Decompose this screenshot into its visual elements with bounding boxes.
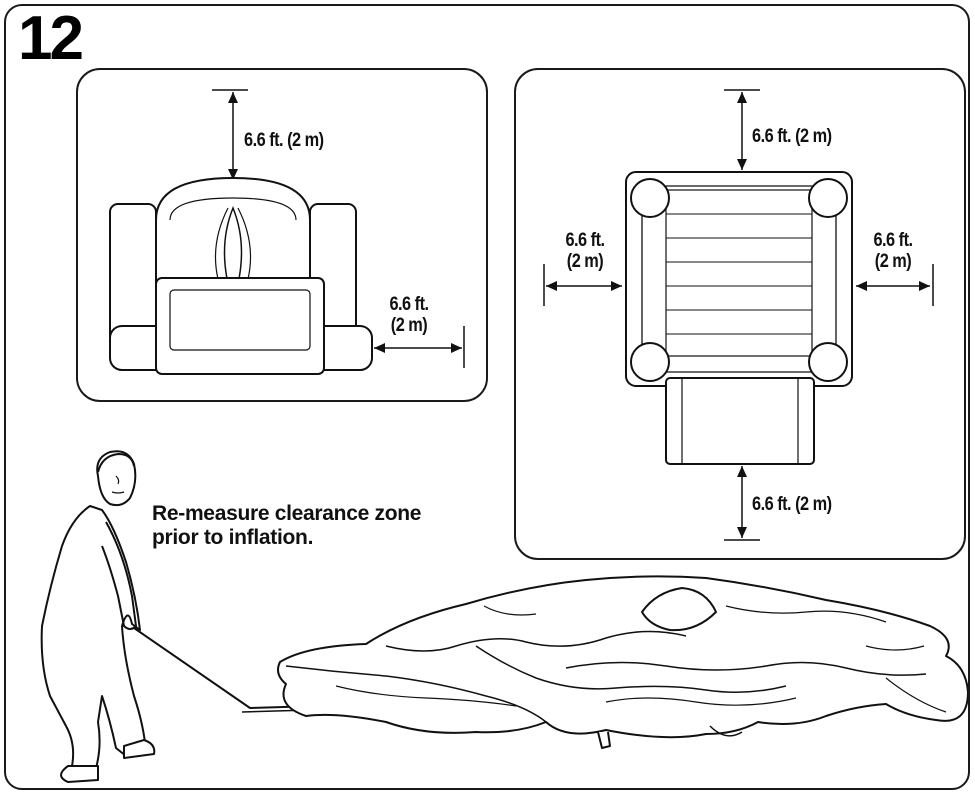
top-view-clearance-panel: 6.6 ft. (2 m) 6.6 ft. (2 m) 6.6 ft. (2 m… — [514, 68, 966, 560]
top-view-clearance-right-line2: (2 m) — [874, 251, 912, 272]
step-number: 12 — [18, 4, 84, 73]
measuring-scene-illustration — [40, 450, 968, 783]
side-view-clearance-top-label: 6.6 ft. (2 m) — [244, 130, 324, 151]
top-view-clearance-top-label: 6.6 ft. (2 m) — [752, 126, 832, 147]
bounce-house-top-illustration — [543, 89, 934, 541]
top-view-clearance-left-label: 6.6 ft. (2 m) — [553, 230, 617, 272]
side-view-clearance-side-line1: 6.6 ft. — [389, 294, 429, 315]
instruction-text: Re-measure clearance zone prior to infla… — [152, 502, 422, 549]
top-view-clearance-right-line1: 6.6 ft. — [873, 230, 913, 251]
top-view-clearance-bottom-label: 6.6 ft. (2 m) — [752, 494, 832, 515]
deflated-bounce-house — [277, 575, 968, 749]
side-view-clearance-side-label: 6.6 ft. (2 m) — [377, 294, 441, 336]
top-view-clearance-left-line1: 6.6 ft. — [565, 230, 605, 251]
bounce-house-front-illustration — [109, 89, 465, 375]
man-measuring-figure — [40, 450, 319, 783]
instruction-step-frame: 12 — [4, 4, 970, 790]
top-view-clearance-left-line2: (2 m) — [566, 251, 604, 272]
side-view-clearance-side-line2: (2 m) — [390, 315, 428, 336]
top-view-clearance-right-label: 6.6 ft. (2 m) — [861, 230, 925, 272]
side-view-clearance-panel: 6.6 ft. (2 m) 6.6 ft. (2 m) — [76, 68, 488, 402]
